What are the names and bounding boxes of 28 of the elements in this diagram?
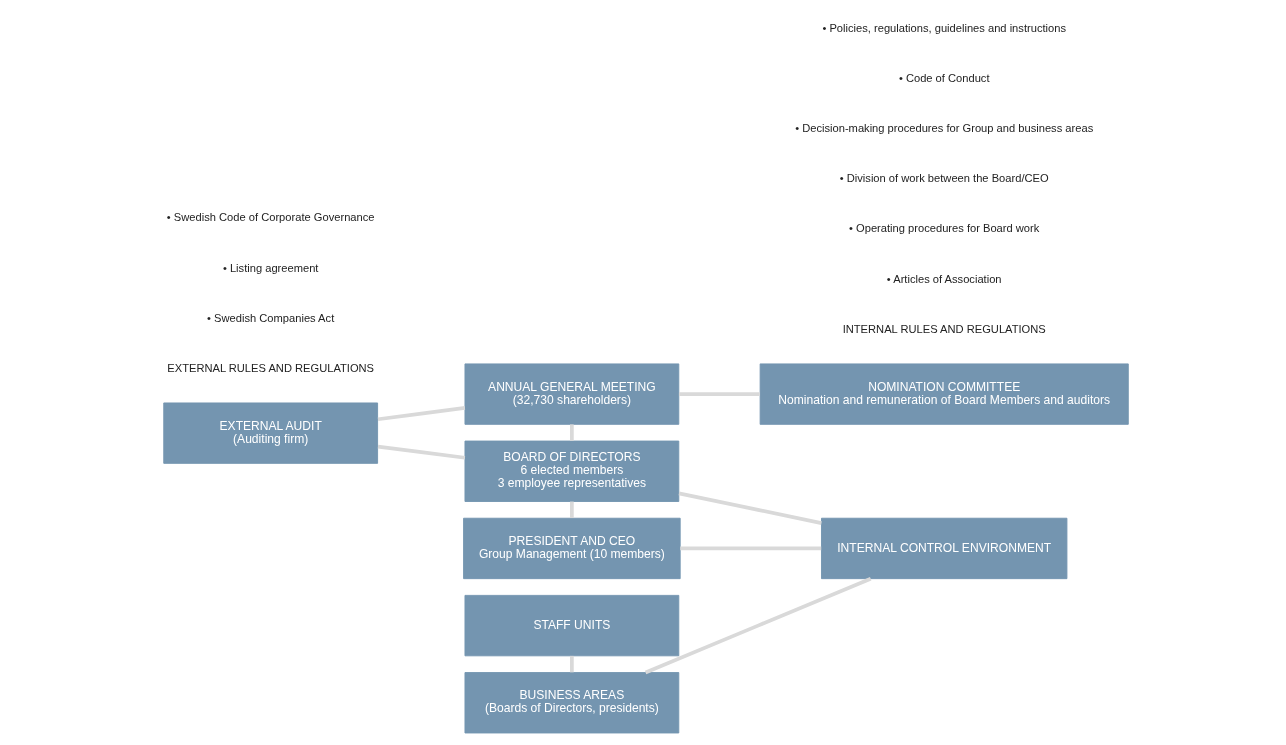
node-box: BOARD OF DIRECTORS 6 elected members 3 employee representatives [464,440,680,502]
connector [644,576,872,675]
connector [377,444,466,460]
connector [678,392,760,396]
label: • Swedish Code of Corporate Governance [166,211,375,224]
connector [678,491,822,525]
label: • Swedish Companies Act [207,311,335,324]
connector [377,406,466,422]
connector [570,655,574,673]
node-box: ANNUAL GENERAL MEETING (32,730 shareholders) [464,363,680,425]
label: • Policies, regulations, guidelines and instructions [822,21,1066,34]
connector [570,501,574,518]
label: INTERNAL RULES AND REGULATIONS [842,322,1046,335]
node-box: STAFF UNITS [464,594,680,657]
node-box: PRESIDENT AND CEO Group Management (10 members) [463,517,681,580]
label: EXTERNAL RULES AND REGULATIONS [167,361,375,374]
label: • Listing agreement [222,261,319,274]
node-box: BUSINESS AREAS (Boards of Directors, presidents) [464,672,680,734]
label: • Articles of Association [886,272,1002,285]
connector [680,546,822,551]
label: • Code of Conduct [898,71,990,84]
label: • Division of work between the Board/CEO [839,172,1049,185]
label: • Decision-making procedures for Group and business areas [795,122,1094,135]
label: • Operating procedures for Board work [849,222,1040,235]
connector [570,424,574,441]
node-box: NOMINATION COMMITTEE Nomination and remuneration of Board Members and auditors [759,363,1129,425]
node-box: INTERNAL CONTROL ENVIRONMENT [821,517,1068,580]
node-box: EXTERNAL AUDIT (Auditing firm) [163,402,379,464]
